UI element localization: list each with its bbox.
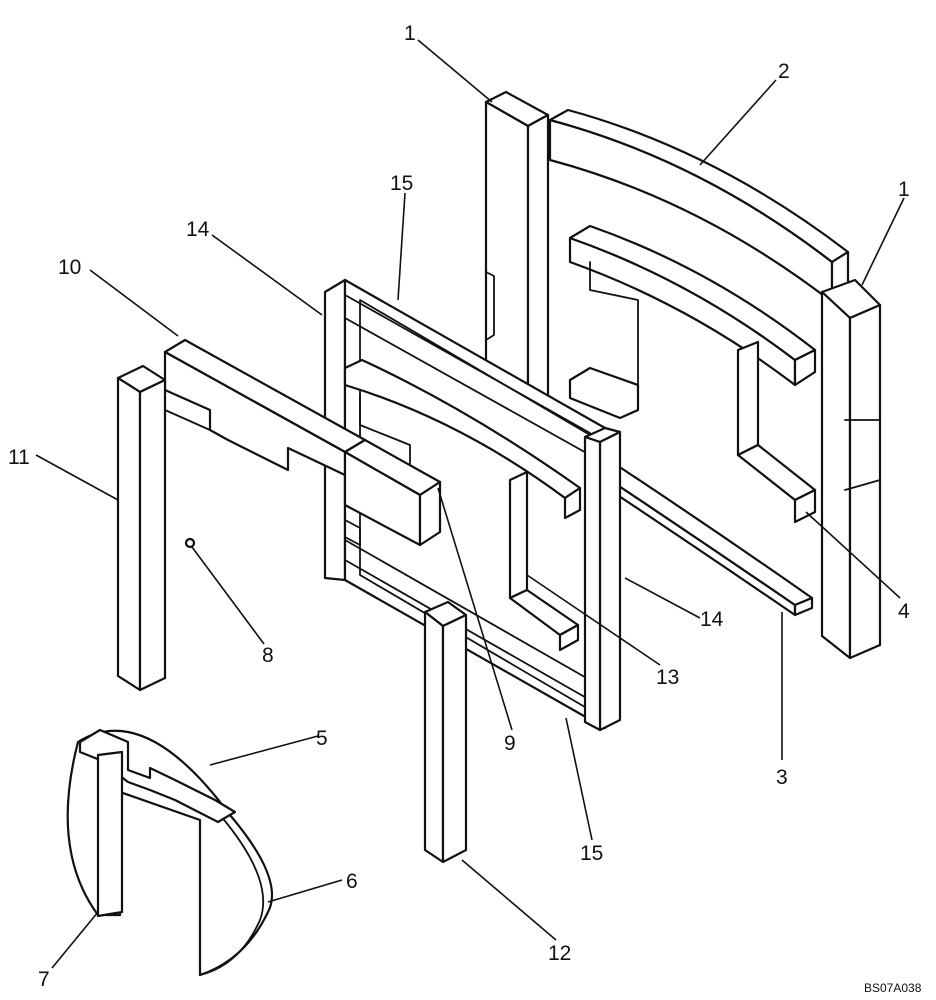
callout-12: 12 <box>548 942 571 965</box>
callout-7: 7 <box>38 968 50 991</box>
callout-2: 2 <box>778 60 790 83</box>
callout-15-bottom: 15 <box>580 842 603 865</box>
part-8-pin <box>184 537 196 549</box>
leader-lines <box>35 39 905 969</box>
part-7-pad-insert <box>96 750 124 918</box>
callout-13: 13 <box>656 666 679 689</box>
callout-labels: 1 1 2 3 4 5 6 7 8 9 10 11 12 13 14 14 15… <box>8 22 910 991</box>
leader-5 <box>209 735 319 766</box>
drawing-code: BS07A038 <box>864 981 922 995</box>
leader-11 <box>35 454 119 501</box>
callout-5: 5 <box>316 727 328 750</box>
callout-3: 3 <box>776 766 788 789</box>
callout-4: 4 <box>898 600 910 623</box>
leader-10 <box>89 269 179 337</box>
leader-15-top <box>397 192 406 301</box>
leader-15-bottom <box>565 717 593 841</box>
callout-15-top: 15 <box>390 172 413 195</box>
leader-14-right <box>624 577 701 619</box>
callout-1-right: 1 <box>898 178 910 201</box>
leader-1-left <box>417 39 493 103</box>
leader-14-left <box>211 234 323 316</box>
part-1-right-post <box>820 278 882 660</box>
leader-8 <box>191 546 265 645</box>
callout-9: 9 <box>504 732 516 755</box>
callout-1-left: 1 <box>404 22 416 45</box>
part-10-left-arm <box>163 338 442 547</box>
callout-14-right: 14 <box>700 608 724 631</box>
callout-14-left: 14 <box>186 218 210 241</box>
callout-11: 11 <box>8 446 30 469</box>
leader-13 <box>526 574 661 666</box>
part-4-rear-inner-frame <box>568 224 817 524</box>
leader-7 <box>51 911 99 969</box>
leader-1-right <box>861 197 905 286</box>
part-12-front-post <box>423 600 468 864</box>
callout-8: 8 <box>262 644 274 667</box>
part-11-front-left-post <box>116 364 167 692</box>
leader-12 <box>461 859 557 941</box>
leader-2 <box>699 79 777 166</box>
part-3-lower-rear-curved-strip <box>593 460 814 617</box>
leader-6 <box>267 879 343 903</box>
part-13-front-inner-frame <box>343 358 582 652</box>
leader-9 <box>437 487 513 731</box>
callout-10: 10 <box>58 256 81 279</box>
callout-6: 6 <box>346 870 358 893</box>
leader-4 <box>805 511 901 599</box>
